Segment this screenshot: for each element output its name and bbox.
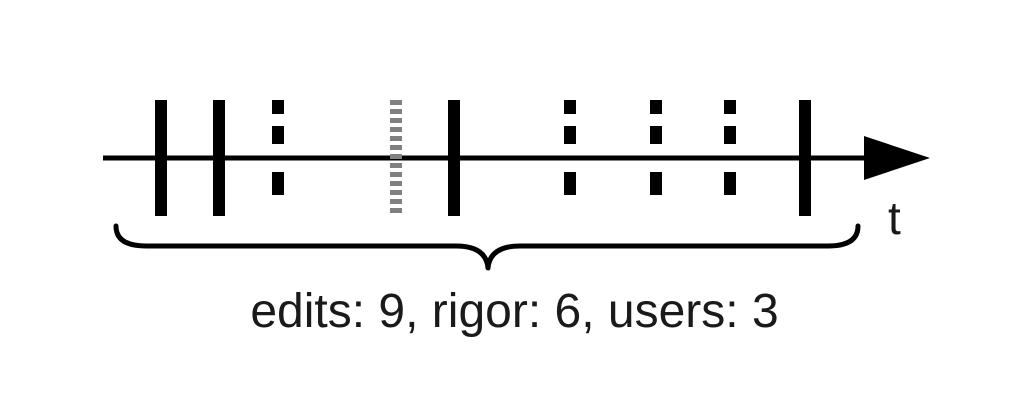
time-axis: t bbox=[103, 136, 930, 244]
edits-label: edits: bbox=[250, 285, 366, 338]
event-marker-dotted-black bbox=[650, 100, 662, 195]
time-axis-label: t bbox=[888, 192, 901, 244]
grouping-brace bbox=[113, 223, 861, 271]
event-markers bbox=[155, 100, 811, 216]
users-count: 3 bbox=[751, 285, 779, 338]
event-marker-dashed-gray bbox=[390, 100, 402, 213]
time-axis-arrowhead bbox=[864, 136, 930, 180]
rigor-label: rigor: bbox=[431, 285, 542, 338]
event-marker-dotted-black bbox=[564, 100, 576, 195]
event-marker-solid bbox=[799, 100, 811, 216]
event-marker-solid bbox=[155, 100, 167, 216]
event-marker-dotted-black bbox=[724, 100, 736, 195]
summary-caption: edits: 9, rigor: 6, users: 3 bbox=[250, 285, 779, 338]
edits-count: 9 bbox=[378, 285, 406, 338]
event-marker-dotted-black bbox=[272, 100, 284, 195]
rigor-count: 6 bbox=[554, 285, 582, 338]
event-marker-solid bbox=[213, 100, 225, 216]
users-label: users: bbox=[607, 285, 739, 338]
event-marker-solid bbox=[448, 100, 460, 216]
